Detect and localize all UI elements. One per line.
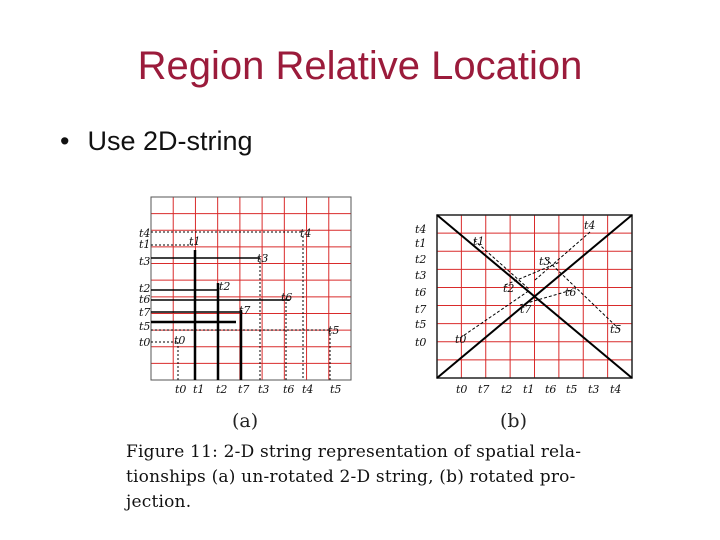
dashed-line: [544, 257, 621, 331]
axis-label: t6: [283, 383, 294, 396]
unrotated-grid-border: [150, 196, 352, 381]
axis-label: t3: [139, 255, 150, 268]
caption-line: jection.: [126, 492, 192, 512]
unrotated-object-lines: [151, 231, 331, 380]
object-label: t0: [174, 334, 185, 347]
unrotated-x-axis-labels: t0 t1 t2 t7 t3 t6 t4 t5: [175, 383, 341, 396]
object-label: t4: [584, 219, 595, 232]
object-label: t7: [239, 304, 250, 317]
slide-title: Region Relative Location: [137, 44, 583, 88]
axis-label: t4: [415, 223, 426, 236]
axis-label: t1: [193, 383, 204, 396]
figure-caption: Figure 11: 2-D string representation of …: [126, 440, 666, 515]
unrotated-grid: [150, 196, 352, 381]
unrotated-grid-panel: t4 t1 t3 t2 t6 t7 t5 t0 t4 t1 t3 t2 t6 t…: [139, 196, 352, 396]
axis-label: t0: [415, 336, 426, 349]
axis-label: t5: [330, 383, 341, 396]
dashed-line: [534, 231, 591, 281]
object-label: t6: [281, 291, 292, 304]
object-label: t4: [300, 227, 311, 240]
caption-line: tionships (a) un-rotated 2-D string, (b)…: [126, 467, 576, 487]
object-label: t3: [257, 252, 268, 265]
axis-label: t0: [175, 383, 186, 396]
axis-label: t1: [415, 237, 426, 250]
rotated-diagonals: [436, 214, 633, 379]
subfigure-label-b: (b): [500, 410, 527, 432]
axis-label: t0: [139, 336, 150, 349]
object-label: t1: [189, 235, 200, 248]
object-label: t1: [473, 235, 484, 248]
axis-label: t4: [139, 227, 150, 240]
axis-label: t6: [415, 286, 426, 299]
axis-label: t1: [139, 238, 150, 251]
unrotated-y-axis-labels: t4 t1 t3 t2 t6 t7 t5 t0: [139, 227, 150, 349]
object-label: t7: [520, 303, 531, 316]
axis-label: t3: [258, 383, 269, 396]
object-label: t2: [503, 282, 514, 295]
rotated-grid-panel: t4 t1 t3 t2 t6 t7 t5 t0 t4 t1 t2 t3 t6 t…: [415, 214, 633, 396]
rotated-grid-border: [436, 214, 633, 379]
axis-label: t3: [588, 383, 599, 396]
axis-label: t3: [415, 269, 426, 282]
axis-label: t5: [415, 318, 426, 331]
dashed-line: [459, 289, 531, 339]
axis-label: t2: [139, 282, 150, 295]
axis-label: t5: [139, 320, 150, 333]
axis-label: t6: [139, 293, 150, 306]
object-label: t3: [539, 255, 550, 268]
subfigure-label-a: (a): [232, 410, 259, 432]
axis-label: t4: [302, 383, 313, 396]
object-label: t2: [219, 280, 230, 293]
rotated-y-axis-labels: t4 t1 t2 t3 t6 t7 t5 t0: [415, 223, 426, 349]
dashed-line: [519, 289, 573, 306]
axis-label: t6: [545, 383, 556, 396]
rotated-x-axis-labels: t0 t7 t2 t1 t6 t5 t3 t4: [456, 383, 621, 396]
axis-label: t7: [238, 383, 249, 396]
bullet-item: • Use 2D-string: [60, 126, 253, 157]
axis-label: t7: [139, 306, 150, 319]
object-label: t6: [565, 286, 576, 299]
object-label: t5: [328, 324, 339, 337]
rotated-object-labels: t4 t1 t3 t2 t6 t7 t5 t0: [455, 219, 621, 346]
axis-label: t2: [501, 383, 512, 396]
axis-label: t7: [478, 383, 489, 396]
axis-label: t5: [566, 383, 577, 396]
dashed-line: [473, 239, 531, 291]
axis-label: t2: [216, 383, 227, 396]
axis-label: t2: [415, 253, 426, 266]
bullet-text: Use 2D-string: [87, 126, 253, 156]
bullet-marker: •: [60, 126, 70, 156]
caption-line: Figure 11: 2-D string representation of …: [126, 442, 582, 462]
axis-label: t0: [456, 383, 467, 396]
axis-label: t7: [415, 303, 426, 316]
diagonal-line: [436, 214, 633, 379]
object-label: t0: [455, 333, 466, 346]
axis-label: t1: [523, 383, 534, 396]
axis-label: t4: [610, 383, 621, 396]
unrotated-object-labels: t4 t1 t3 t2 t6 t7 t5 t0: [174, 227, 339, 347]
object-label: t5: [610, 323, 621, 336]
